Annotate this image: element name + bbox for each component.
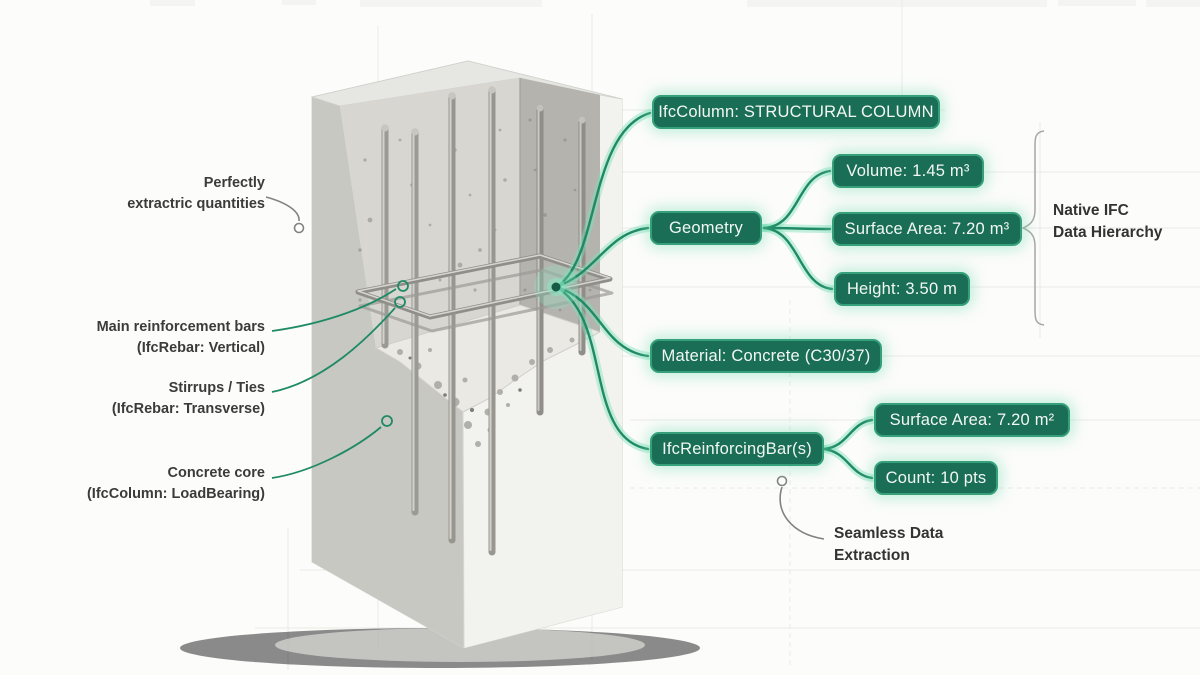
node-height: Height: 3.50 m — [834, 272, 970, 306]
marker-dot — [397, 280, 409, 292]
marker-dot — [293, 222, 305, 234]
leader-stirrups — [271, 307, 396, 393]
top-edge-artifact — [360, 0, 542, 7]
top-edge-artifact — [282, 0, 316, 5]
leader-main-bars — [271, 288, 397, 332]
callout-hierarchy: Native IFC Data Hierarchy — [1053, 202, 1163, 241]
leader-core — [271, 426, 382, 479]
node-geometry: Geometry — [650, 211, 762, 245]
marker-dot — [381, 415, 393, 427]
hierarchy-bracket — [1021, 130, 1045, 326]
callout-extraction: Seamless Data Extraction — [834, 525, 944, 564]
top-edge-artifact — [1146, 0, 1200, 7]
connector-curves — [534, 109, 876, 482]
leader-lines — [265, 196, 825, 540]
top-edge-artifact — [1058, 0, 1136, 6]
callout-core: Concrete core (IfcColumn: LoadBearing) — [86, 465, 265, 502]
marker-dot — [394, 296, 406, 308]
top-edge-artifact — [150, 0, 195, 6]
node-rebar-surface: Surface Area: 7.20 m² — [874, 403, 1070, 437]
rebar-stirrup — [355, 253, 614, 333]
node-reinforcing-bar: IfcReinforcingBar(s) — [650, 432, 824, 466]
node-rebar-count: Count: 10 pts — [874, 461, 998, 495]
node-surface-area: Surface Area: 7.20 m³ — [832, 212, 1022, 246]
node-volume: Volume: 1.45 m³ — [832, 154, 984, 188]
hub-dot — [551, 282, 561, 292]
leader-extraction — [779, 486, 825, 540]
front-corner-edge — [462, 411, 465, 649]
node-ifccolumn: IfcColumn: STRUCTURAL COLUMN — [652, 95, 940, 129]
callout-main-bars: Main reinforcement bars (IfcRebar: Verti… — [96, 319, 265, 356]
aggregate-pebbles — [397, 331, 587, 447]
marker-dot — [776, 475, 788, 487]
callout-quantities: Perfectly extractric quantities — [127, 175, 265, 212]
callout-stirrups: Stirrups / Ties (IfcRebar: Transverse) — [111, 380, 265, 417]
connector-main — [554, 111, 874, 480]
top-edge-artifact — [747, 0, 1047, 7]
rebar-vertical-bars — [381, 86, 586, 556]
column-illustration — [180, 60, 700, 668]
column-left-face — [312, 97, 464, 648]
node-material: Material: Concrete (C30/37) — [650, 339, 882, 373]
leader-quantities — [265, 196, 300, 222]
